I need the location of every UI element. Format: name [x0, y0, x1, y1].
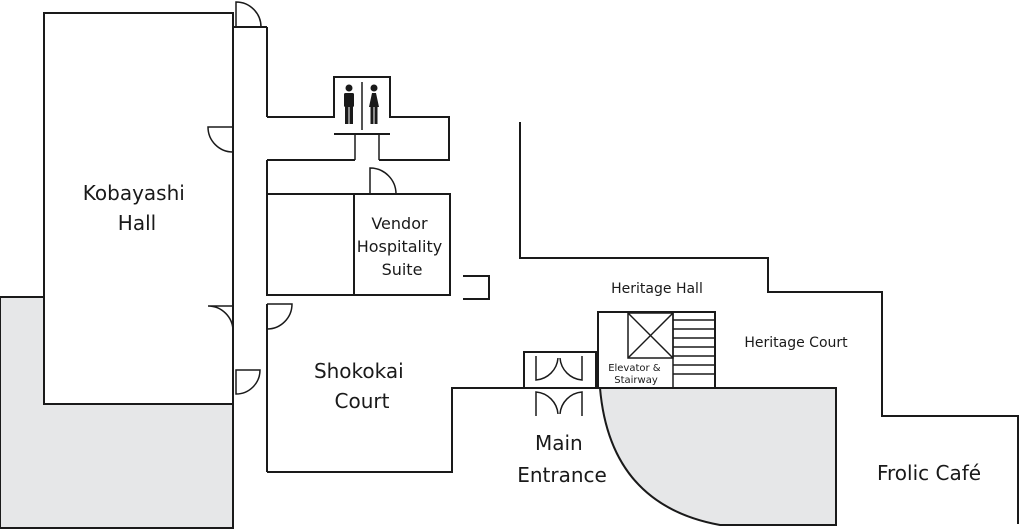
- door-entrance-inner-left: [535, 356, 559, 381]
- kobayashi-hall-room[interactable]: [43, 12, 234, 405]
- west-corridor: [232, 26, 268, 472]
- door-entrance-outer-right: [559, 391, 583, 416]
- main-entrance-label[interactable]: Main Entrance: [517, 431, 607, 487]
- labels: Kobayashi Hall Vendor Hospitality Suite …: [83, 181, 981, 487]
- doors: [207, 1, 583, 416]
- service-nook: [463, 275, 490, 300]
- kobayashi-hall-label[interactable]: Kobayashi Hall: [83, 181, 191, 235]
- door-shokokai: [266, 303, 293, 330]
- heritage-court-label[interactable]: Heritage Court: [744, 335, 848, 351]
- stairs-icon: [672, 313, 715, 388]
- vendor-suite-label[interactable]: Vendor Hospitality Suite: [357, 214, 448, 279]
- door-kobayashi-top: [235, 1, 262, 28]
- door-vendor-suite: [369, 167, 397, 195]
- door-kobayashi-upper: [207, 126, 234, 153]
- restroom-block: [267, 76, 450, 161]
- door-corridor-bottom: [235, 369, 261, 395]
- door-entrance-outer-left: [535, 391, 559, 416]
- frolic-cafe-label[interactable]: Frolic Café: [877, 461, 981, 485]
- heritage-outer-wall: [519, 122, 1019, 524]
- elevator-stairway-label[interactable]: Elevator & Stairway: [608, 363, 664, 386]
- door-entrance-inner-right: [559, 356, 583, 381]
- main-entrance-vestibule: [523, 351, 600, 389]
- door-kobayashi-lower: [207, 305, 234, 332]
- shokokai-court-label[interactable]: Shokokai Court: [314, 359, 410, 413]
- vendor-suite-block: [266, 193, 451, 296]
- heritage-hall-label[interactable]: Heritage Hall: [611, 281, 703, 297]
- elevator-stair-core: [597, 311, 716, 389]
- restroom-icon: [344, 84, 379, 124]
- shaded-area-entrance-plaza: [598, 387, 837, 526]
- elevator-icon: [627, 312, 674, 359]
- shokokai-court-walls: [267, 387, 524, 473]
